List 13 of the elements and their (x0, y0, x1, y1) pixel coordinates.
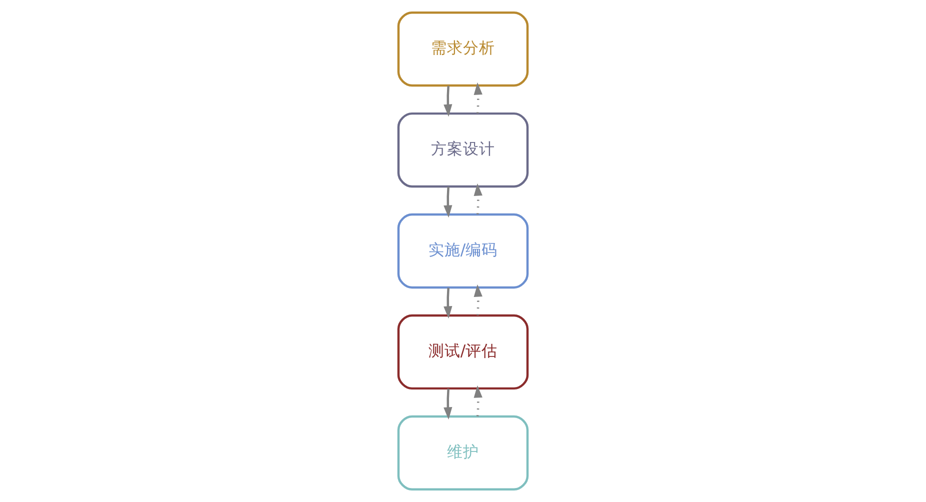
arrow (444, 186, 452, 218)
node-box: 需求分析 (397, 11, 529, 87)
arrow (444, 288, 452, 319)
node-box: 实施/编码 (397, 213, 529, 289)
arrow (474, 385, 482, 416)
arrow (474, 284, 482, 316)
arrow (474, 183, 482, 214)
arrow (444, 86, 452, 117)
node-box: 维护 (397, 415, 529, 491)
arrow (474, 82, 482, 114)
node-box: 方案设计 (397, 112, 529, 188)
node-box: 测试/评估 (397, 314, 529, 390)
arrow (444, 388, 452, 420)
